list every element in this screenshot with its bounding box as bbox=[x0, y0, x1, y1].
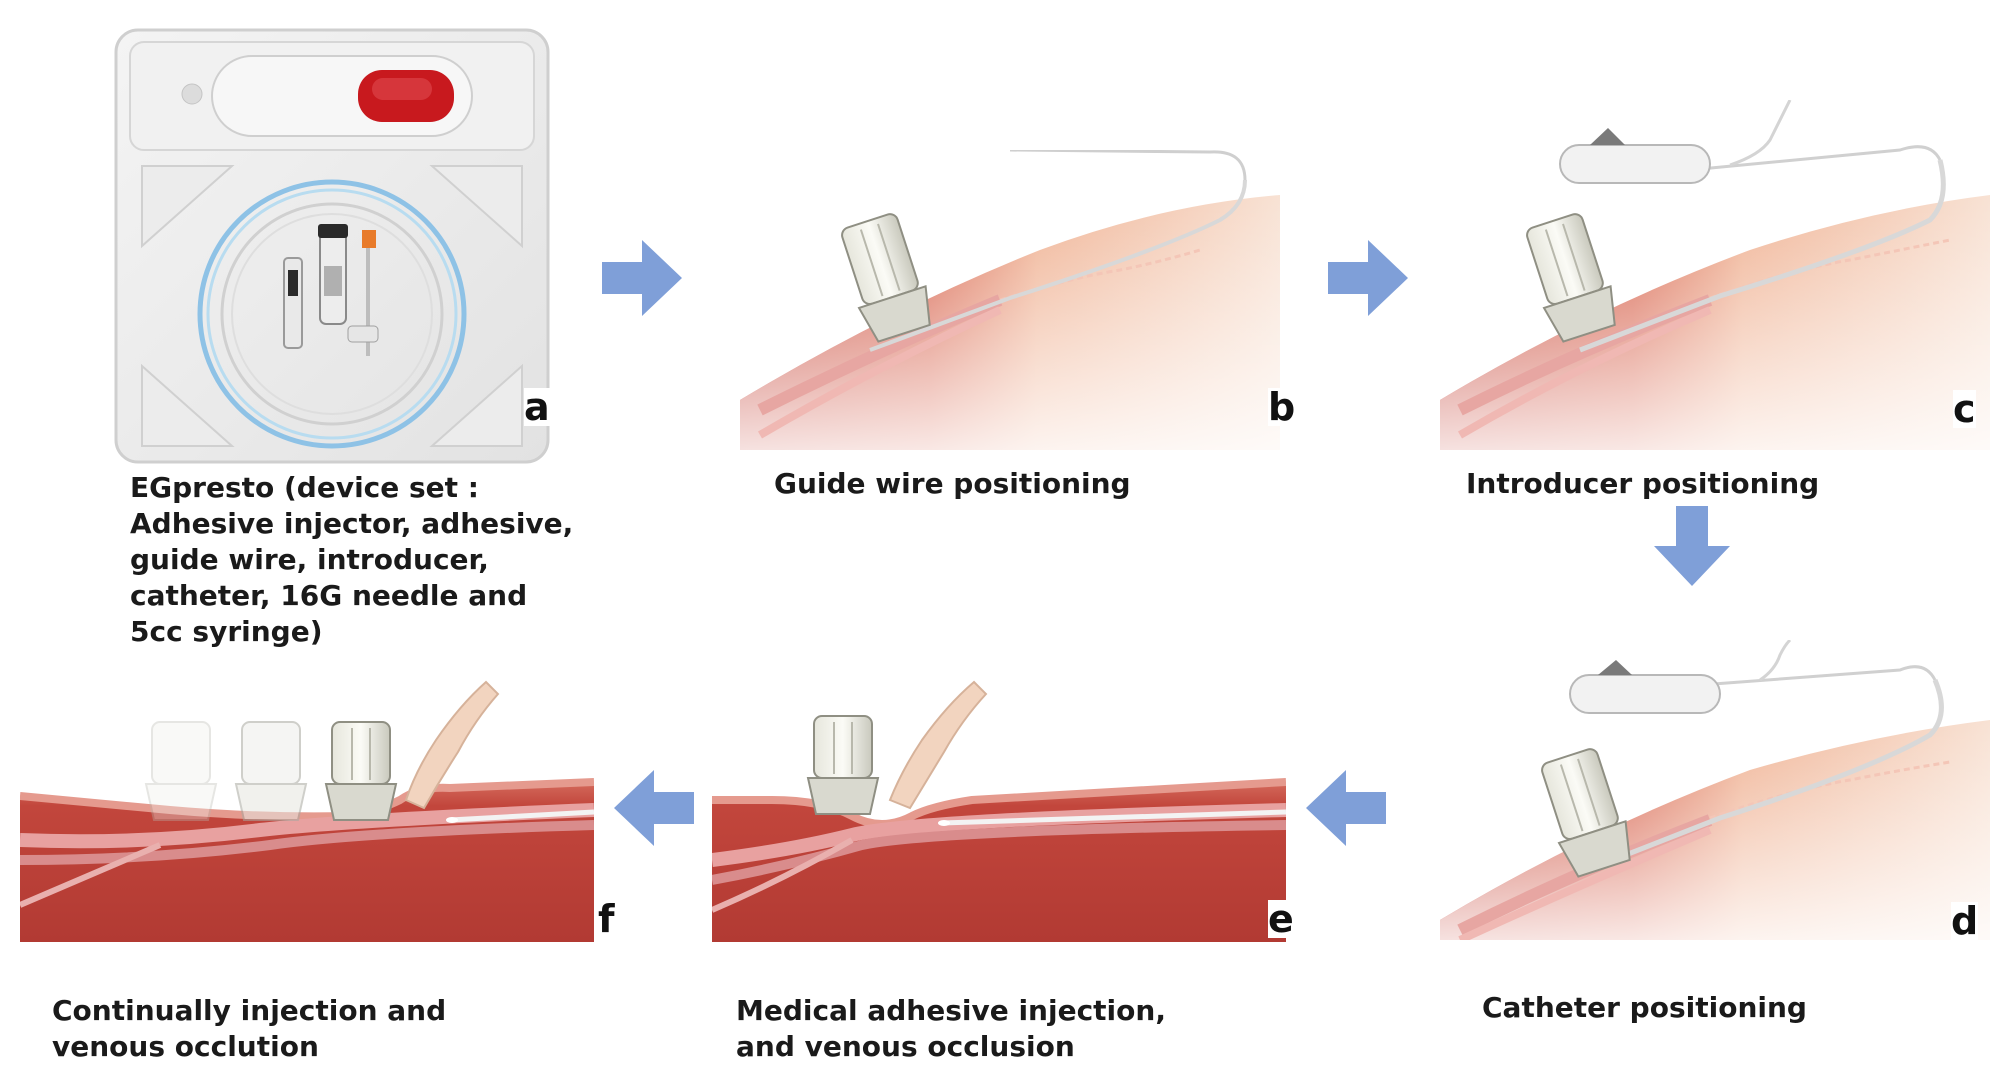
caption-a: EGpresto (device set : Adhesive injector… bbox=[130, 470, 573, 650]
introducer-line-icon bbox=[1579, 159, 1946, 353]
caption-f-line: Continually injection and bbox=[52, 994, 447, 1027]
arrow-right-icon bbox=[602, 240, 682, 316]
ultrasound-probe-icon bbox=[841, 213, 931, 343]
ultrasound-probe-icon bbox=[1541, 748, 1631, 878]
adhesive-injector-icon bbox=[1569, 674, 1721, 714]
continual-injection-illustration bbox=[20, 680, 594, 942]
ultrasound-probe-icon bbox=[1526, 213, 1616, 343]
panel-letter-e: e bbox=[1268, 897, 1294, 941]
catheter-line-icon bbox=[1599, 679, 1944, 868]
panel-e-adhesive-injection: e bbox=[712, 660, 1294, 942]
caption-c: Introducer positioning bbox=[1466, 466, 1819, 502]
panel-letter-f: f bbox=[598, 897, 615, 941]
panel-d-catheter: d bbox=[1430, 640, 2000, 940]
vein-icon bbox=[20, 803, 594, 849]
panel-letter-c: c bbox=[1953, 387, 1976, 431]
catheter-line-icon bbox=[941, 809, 1286, 826]
caption-f-line: venous occlution bbox=[52, 1030, 319, 1063]
needle-hub-icon bbox=[362, 230, 376, 248]
caption-a-line: EGpresto (device set : bbox=[130, 471, 479, 504]
panel-letter-b: b bbox=[1268, 385, 1296, 429]
ultrasound-probe-icon bbox=[324, 721, 398, 821]
arrow-left-icon bbox=[614, 770, 694, 846]
arrow-right-icon bbox=[1328, 240, 1408, 316]
panel-c-introducer: c bbox=[1430, 100, 2000, 450]
caption-e-line: and venous occlusion bbox=[736, 1030, 1075, 1063]
caption-a-line: 5cc syringe) bbox=[130, 615, 323, 648]
caption-e-line: Medical adhesive injection, bbox=[736, 994, 1166, 1027]
caption-d-line: Catheter positioning bbox=[1482, 991, 1807, 1024]
catheter-line-icon bbox=[449, 809, 594, 823]
adhesive-injector-icon bbox=[1559, 144, 1711, 184]
panel-b-guide-wire: b bbox=[740, 150, 1296, 450]
arrow-left-icon bbox=[1306, 770, 1386, 846]
caption-a-line: catheter, 16G needle and bbox=[130, 579, 528, 612]
caption-e: Medical adhesive injection, and venous o… bbox=[736, 993, 1166, 1065]
guide-wire-coil-icon bbox=[197, 179, 467, 449]
introducer-illustration bbox=[1440, 100, 1990, 450]
guide-wire-illustration bbox=[740, 150, 1280, 450]
caption-d: Catheter positioning bbox=[1482, 990, 1807, 1026]
ultrasound-probe-ghost-icon bbox=[144, 721, 218, 821]
hand-icon bbox=[404, 680, 500, 810]
panel-f-continual-injection: f bbox=[20, 660, 615, 942]
device-tray-image bbox=[114, 28, 550, 464]
ultrasound-probe-ghost-icon bbox=[234, 721, 308, 821]
panel-letter-a: a bbox=[524, 385, 550, 429]
caption-b: Guide wire positioning bbox=[774, 466, 1131, 502]
panel-letter-d: d bbox=[1951, 899, 1979, 943]
caption-f: Continually injection and venous occluti… bbox=[52, 993, 446, 1065]
catheter-illustration bbox=[1440, 640, 1990, 940]
adhesive-injection-illustration bbox=[712, 680, 1286, 942]
caption-c-line: Introducer positioning bbox=[1466, 467, 1820, 500]
ultrasound-probe-icon bbox=[806, 715, 880, 815]
caption-b-line: Guide wire positioning bbox=[774, 467, 1131, 500]
panel-a-device-tray: a bbox=[112, 26, 552, 466]
caption-a-line: Adhesive injector, adhesive, bbox=[130, 507, 574, 540]
hand-icon bbox=[888, 680, 988, 810]
caption-a-line: guide wire, introducer, bbox=[130, 543, 489, 576]
guide-wire-line-icon bbox=[869, 179, 1247, 352]
arrow-down-icon bbox=[1654, 506, 1730, 586]
